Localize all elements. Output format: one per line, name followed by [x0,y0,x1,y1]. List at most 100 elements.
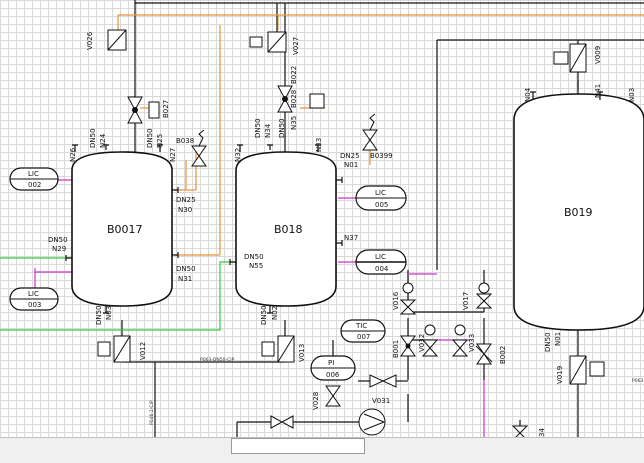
nozzle-b17-n31: N31 [178,275,192,283]
v026-label: V026 [86,31,94,50]
instrument-pi-006[interactable]: PI 006 [310,355,356,381]
green-pipes [0,257,237,331]
valve-v033[interactable]: V033 [451,324,476,357]
pi-006-num: 006 [326,371,340,379]
v027-label: V027 [292,37,300,55]
nozzle-b18-n55: N55 [249,262,263,270]
nozzle-b18-dn25: DN25 [340,152,360,160]
lic-004-tag: LIC [375,253,386,261]
valve-v017[interactable]: V017 [462,282,493,310]
nozzle-b18-dn50a: DN50 [254,118,262,138]
vessel-label-b018: B018 [274,223,303,236]
vessel-label-b0017: B0017 [107,223,143,236]
v013-label: V013 [298,344,306,362]
nozzle-labels: N26 DN50 N24 DN50 N25 N27 DN25 N30 DN50 … [48,84,636,352]
nozzle-b19-n01: N01 [554,332,562,346]
valve-v016[interactable]: V016 [392,282,417,315]
nozzle-b17-dn50d: DN50 [176,265,196,273]
pump-v031[interactable]: V031 [358,397,390,436]
v016-label: V016 [392,291,400,310]
b028-label: B028 [290,90,298,108]
valve-b001[interactable]: B001 [392,335,416,358]
nozzle-b17-dn50c: DN50 [48,236,68,244]
nozzle-b17-n24: N24 [99,133,107,148]
valve-v028[interactable]: V028 [312,385,341,410]
instrument-lic-002[interactable]: LIC 002 [9,167,59,191]
vessel-label-b019: B019 [564,206,593,219]
lic-002-tag: LIC [28,170,39,178]
instrument-lic-003[interactable]: LIC 003 [9,287,59,311]
lic-005-tag: LIC [375,189,386,197]
lic-002-num: 002 [28,181,41,189]
b001-label: B001 [392,340,400,358]
instrument-lic-005[interactable]: LIC 005 [355,185,407,211]
line-label-2: P046-2-CIP [149,400,155,425]
b038-label: B038 [176,137,194,145]
nozzle-b17-n30: N30 [178,206,192,214]
tic-007-tag: TIC [355,322,367,330]
valve-v013[interactable]: V013 [261,335,306,363]
b0399-label: B0399 [370,152,393,160]
nozzle-b18-n01: N01 [344,161,358,169]
lic-003-num: 003 [28,301,41,309]
valve-tic-line[interactable] [369,374,397,388]
valve-b002[interactable]: B002 [475,343,507,365]
b022-label: B022 [290,66,298,84]
nozzle-b19-n03: N03 [628,88,636,102]
nozzle-b19-n41: N41 [594,84,602,98]
line-label-1: P063-DN50-CIP [200,357,235,363]
nozzle-b18-n33: N33 [315,138,323,152]
nozzle-b19-dn50: DN50 [544,332,552,352]
valve-v012[interactable]: V012 [97,335,147,363]
lic-005-num: 005 [375,201,388,209]
vessel-b019 [513,93,644,331]
nozzle-b17-dn50a: DN50 [89,128,97,148]
lic-003-tag: LIC [28,290,39,298]
nozzle-b19-n04: N04 [524,87,532,102]
valve-b038[interactable]: B038 [176,129,207,167]
nozzle-b17-dn50e: DN50 [95,305,103,325]
vessel-b0017 [71,151,173,307]
nozzle-b18-dn50b: DN50 [278,118,286,138]
valve-v019[interactable]: V019 [556,355,605,385]
bottom-input-field[interactable] [231,438,365,454]
nozzle-b18-n37: N37 [344,234,358,242]
valve-b027[interactable]: B027 [127,96,170,124]
v031-label: V031 [372,397,390,405]
lic-004-num: 004 [375,265,389,273]
instrument-tic-007[interactable]: TIC 007 [340,319,386,343]
v009-label: V009 [594,46,602,64]
nozzle-b17-dn25: DN25 [176,196,196,204]
nozzle-b17-n27: N27 [169,148,177,162]
nozzle-b18-n34: N34 [264,123,272,138]
vessel-b018 [235,151,337,307]
nozzle-b18-n32: N32 [234,148,242,162]
valve-v027[interactable]: V027 [249,31,300,55]
nozzle-b17-n29: N29 [52,245,66,253]
instrument-lic-004[interactable]: LIC 004 [355,249,407,275]
nozzle-b17-dn50b: DN50 [146,128,154,148]
line-label-3: P063 [632,378,643,384]
b027-label: B027 [162,100,170,118]
v033-label: V033 [468,334,476,352]
valve-v032[interactable]: V032 [418,324,439,357]
nozzles [65,91,603,314]
v032-label: V032 [418,334,426,352]
v028-label: V028 [312,392,320,410]
nozzle-b18-n02: N02 [271,306,279,320]
valve-bottom-line[interactable] [270,415,294,429]
tic-007-num: 007 [357,333,370,341]
v012-label: V012 [139,342,147,360]
nozzle-b18-dn50d: DN50 [260,305,268,325]
valve-b028[interactable]: B028 B022 [277,66,325,113]
nozzle-b17-n03: N03 [105,306,113,320]
pi-006-tag: PI [328,359,334,367]
valve-v009[interactable]: V009 [553,43,602,73]
v034-label: 34 [538,428,546,437]
valve-b0399[interactable]: B0399 [362,113,393,160]
orange-pipes [117,14,644,256]
v019-label: V019 [556,366,564,384]
b002-label: B002 [499,346,507,364]
valve-v026[interactable]: V026 [86,29,127,51]
